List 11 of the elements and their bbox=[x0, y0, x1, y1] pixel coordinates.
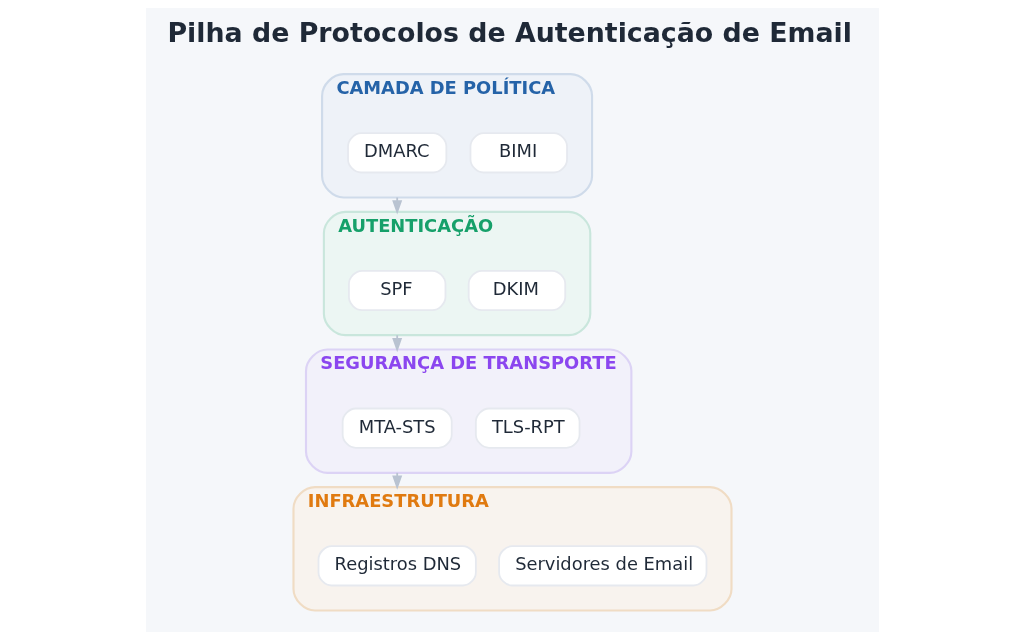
diagram-title: Pilha de Protocolos de Autenticação de Email bbox=[166, 17, 852, 48]
node-box: SPF bbox=[347, 269, 446, 312]
arrow bbox=[391, 334, 402, 353]
node-box: TLS-RPT bbox=[474, 407, 580, 449]
node-box: DMARC bbox=[346, 132, 447, 174]
node-box: Registros DNS bbox=[317, 545, 477, 587]
arrow bbox=[391, 471, 402, 490]
node-box: BIMI bbox=[469, 132, 568, 174]
node-box: MTA-STS bbox=[341, 407, 453, 449]
node-box: Servidores de Email bbox=[497, 545, 707, 587]
node-box: DKIM bbox=[467, 269, 566, 312]
